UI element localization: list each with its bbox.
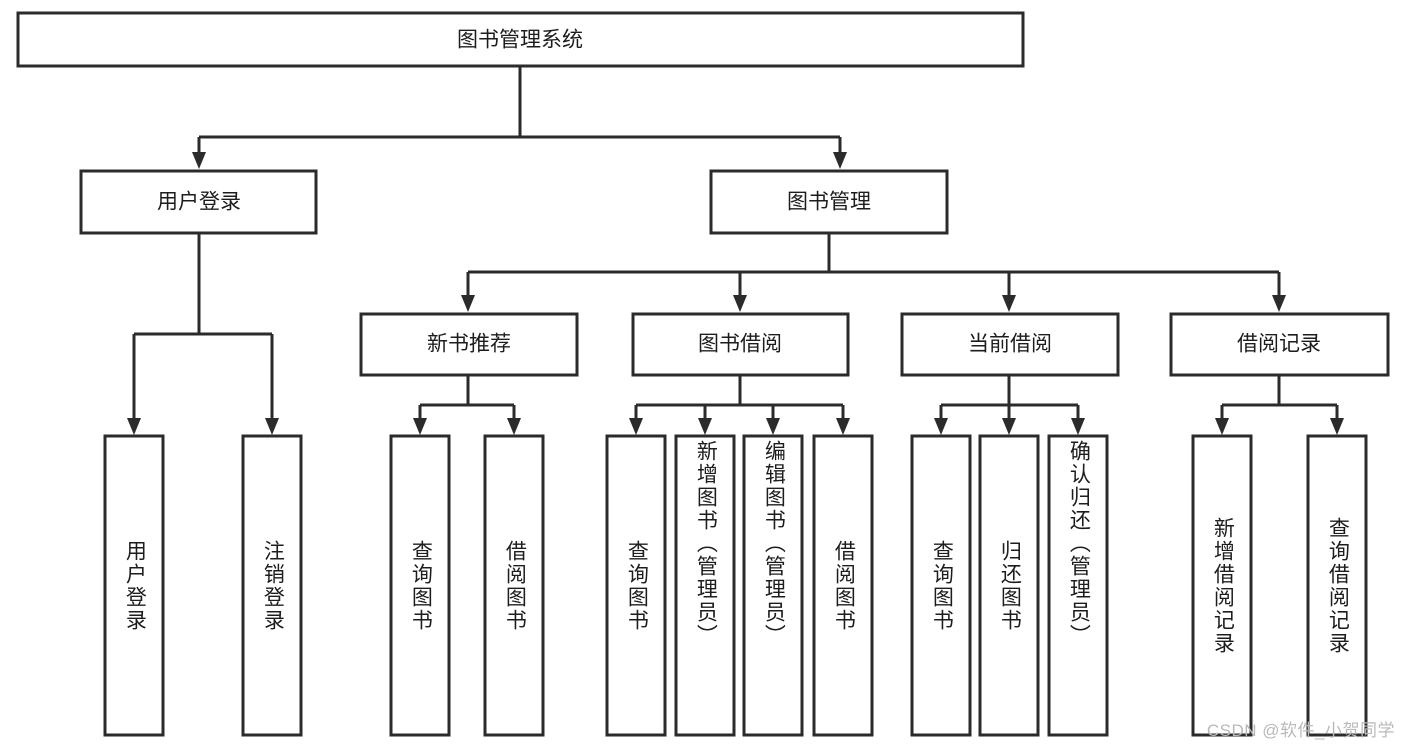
connector-bookborrow-to-leaves (629, 375, 850, 435)
leaf-rect-currentborrow-confirm[interactable] (1047, 434, 1109, 737)
connector-newbook-to-leaves (413, 375, 521, 435)
node-book-management-label: 图书管理 (787, 191, 871, 214)
node-user-login-label: 用户登录 (157, 191, 241, 214)
leaf-rect-currentborrow-query[interactable] (910, 434, 972, 737)
node-new-book-recommend-label: 新书推荐 (427, 333, 511, 356)
leaf-rect-borrowrecord-add[interactable] (1191, 434, 1253, 737)
connector-userlogin-to-leaves (127, 233, 279, 435)
leaf-rect-bookborrow-query[interactable] (605, 434, 667, 737)
leaf-rects-new-book-recommend (389, 434, 545, 737)
leaf-rect-bookborrow-edit[interactable] (742, 434, 804, 737)
leaf-rect-user-login-logout[interactable] (241, 434, 303, 737)
node-current-borrow-label: 当前借阅 (968, 333, 1052, 356)
node-current-borrow[interactable]: 当前借阅 (900, 312, 1120, 377)
leaf-rect-bookborrow-borrow[interactable] (812, 434, 874, 737)
leaf-rects-book-borrow (605, 434, 874, 737)
node-book-borrow-label: 图书借阅 (698, 333, 782, 356)
node-new-book-recommend[interactable]: 新书推荐 (359, 312, 579, 377)
leaf-rect-currentborrow-return[interactable] (978, 434, 1040, 737)
node-user-login[interactable]: 用户登录 (79, 169, 318, 235)
connector-root-to-level2 (192, 66, 847, 169)
leaf-rect-user-login-login[interactable] (103, 434, 165, 737)
node-borrow-record[interactable]: 借阅记录 (1169, 312, 1390, 377)
node-root-book-management-system[interactable]: 图书管理系统 (16, 11, 1025, 68)
leaf-rect-borrowrecord-query[interactable] (1306, 434, 1368, 737)
node-borrow-record-label: 借阅记录 (1237, 333, 1321, 356)
leaf-rect-bookborrow-add[interactable] (674, 434, 736, 737)
connector-borrowrecord-to-leaves (1215, 375, 1344, 435)
connector-currentborrow-to-leaves (934, 375, 1085, 435)
leaf-rect-newbook-query[interactable] (389, 434, 451, 737)
connector-bookmgmt-to-level3 (461, 233, 1286, 312)
node-root-label: 图书管理系统 (457, 29, 583, 52)
leaf-rects-current-borrow (910, 434, 1109, 737)
csdn-watermark: CSDN @软件_小贺同学 (1206, 721, 1395, 740)
node-book-borrow[interactable]: 图书借阅 (631, 312, 850, 377)
leaf-rects-borrow-record (1191, 434, 1368, 737)
node-book-management[interactable]: 图书管理 (709, 169, 949, 235)
leaf-rect-newbook-borrow[interactable] (483, 434, 545, 737)
leaf-rects-user-login (103, 434, 303, 737)
